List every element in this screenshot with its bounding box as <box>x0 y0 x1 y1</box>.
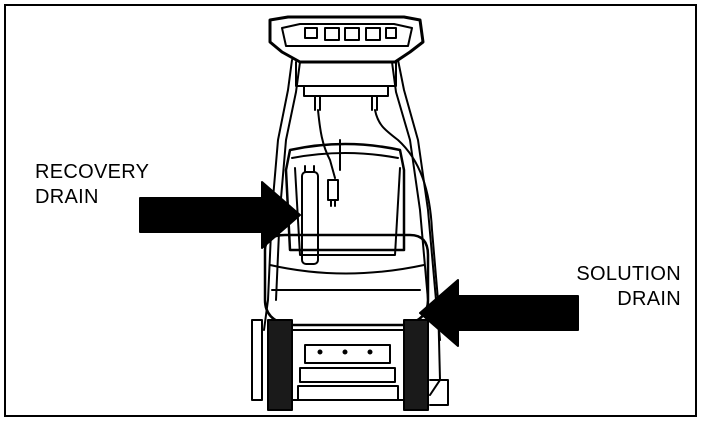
recovery-label-line2: DRAIN <box>35 186 99 208</box>
solution-drain-label: SOLUTION DRAIN <box>576 262 681 312</box>
recovery-drain-label: RECOVERY DRAIN <box>35 160 149 210</box>
solution-label-line1: SOLUTION <box>576 263 681 285</box>
recovery-tank <box>284 142 406 265</box>
diagram-frame <box>4 4 697 417</box>
control-handle <box>268 15 425 97</box>
solution-label-line2: DRAIN <box>617 288 681 310</box>
solution-arrow-icon <box>419 279 579 347</box>
recovery-label-line1: RECOVERY <box>35 161 150 183</box>
base-assembly <box>251 319 449 411</box>
recovery-arrow-icon <box>139 181 301 249</box>
handle-frame <box>263 59 441 341</box>
